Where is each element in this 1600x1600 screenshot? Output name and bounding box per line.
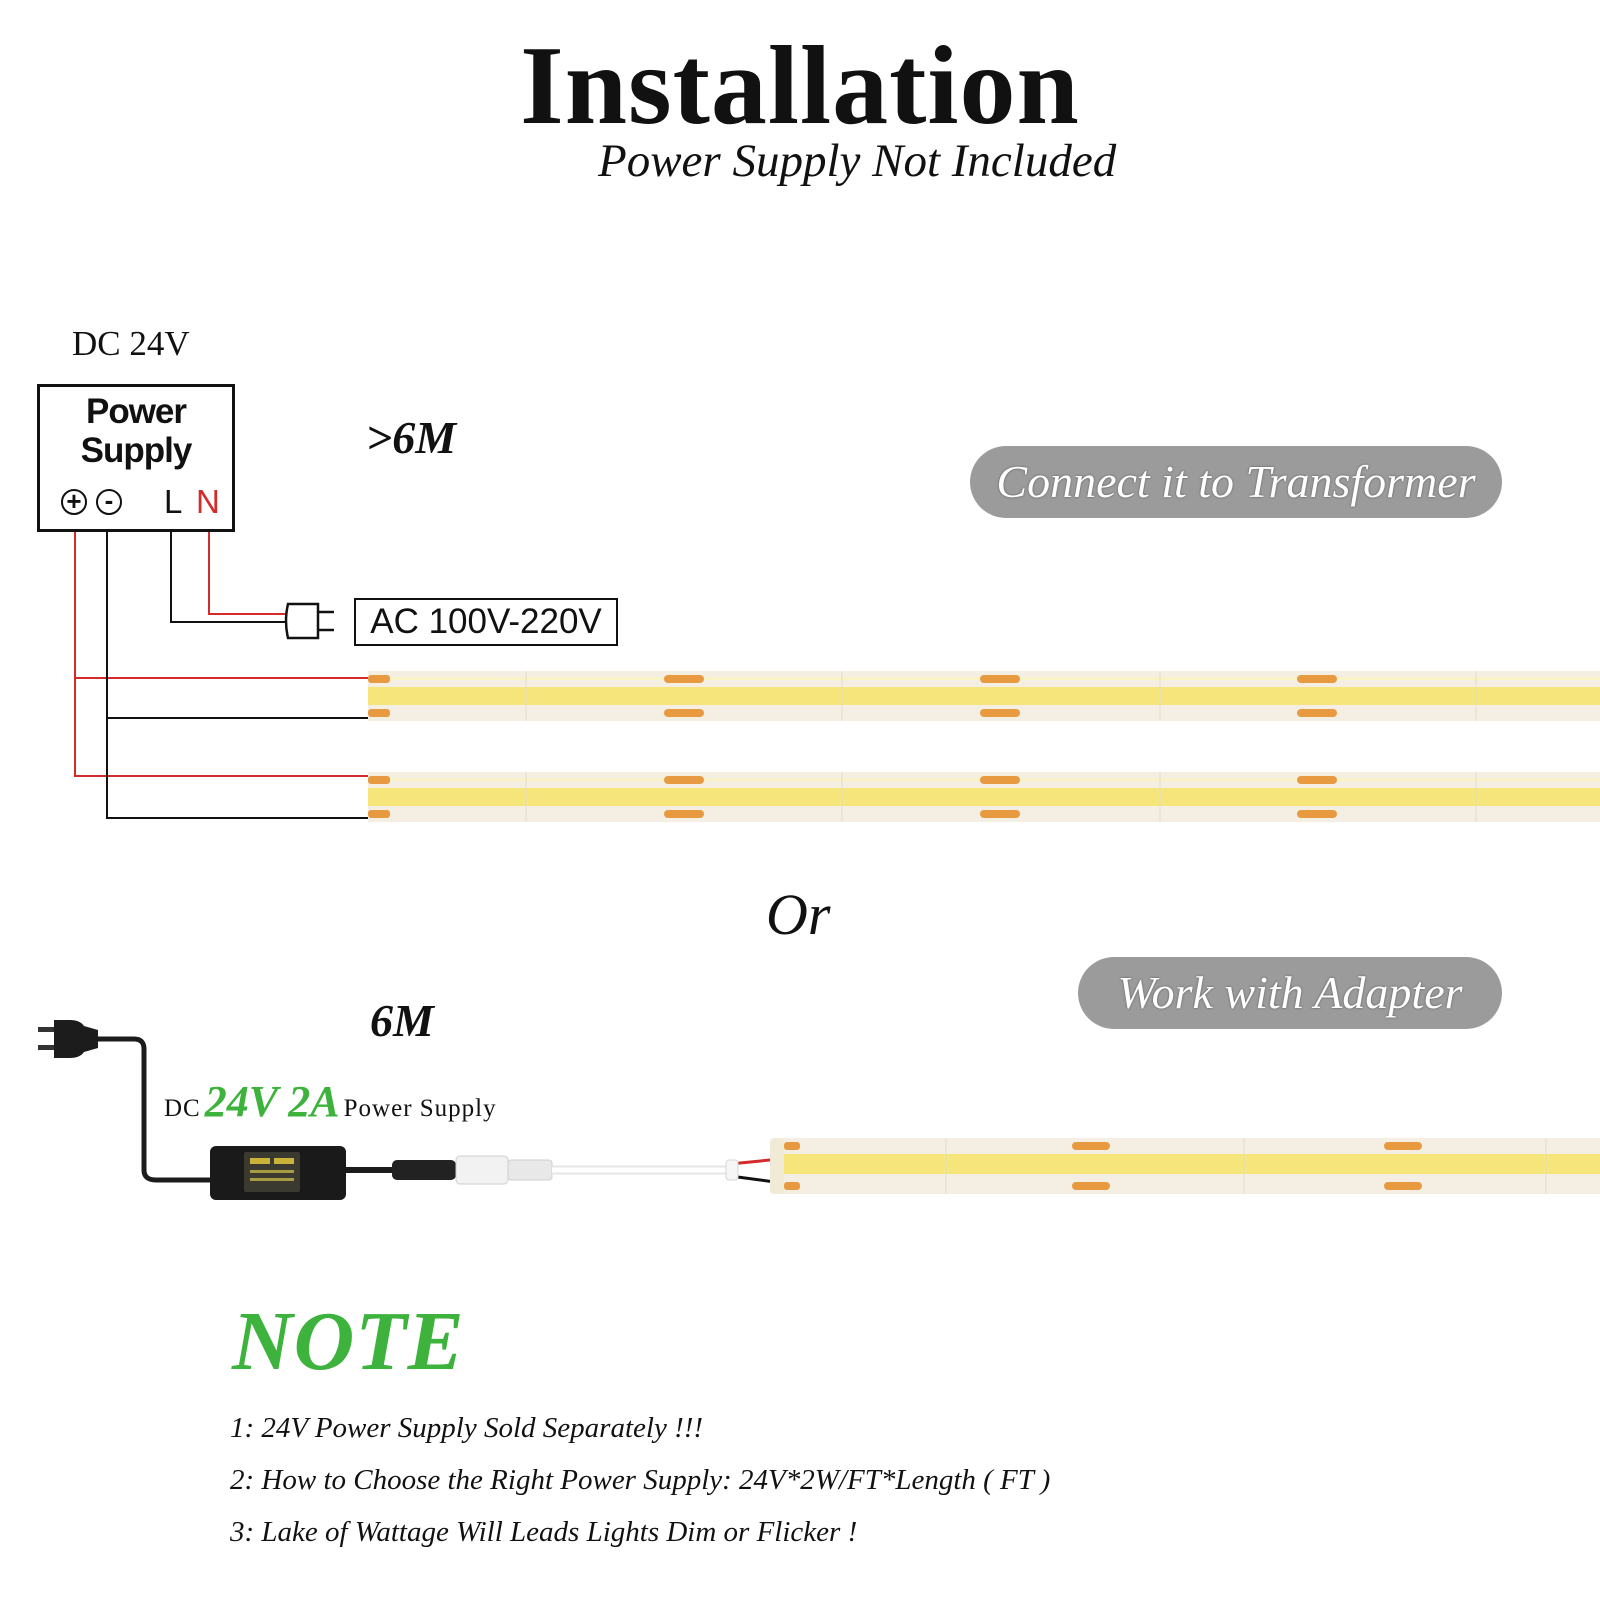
power-supply-box — [37, 384, 235, 532]
minus-wire-top — [106, 518, 368, 719]
note-line-3: 3: Lake of Wattage Will Leads Lights Dim… — [230, 1516, 858, 1548]
terminal-n: N — [196, 483, 220, 520]
connect-transformer-pill: Connect it to Transformer — [970, 446, 1502, 518]
plus-wire-bottom — [74, 678, 368, 777]
page-subtitle: Power Supply Not Included — [598, 135, 1117, 187]
terminal-plus: + — [61, 486, 87, 516]
copper-pads-upper — [368, 675, 1337, 818]
ac-plug-icon — [284, 602, 334, 640]
terminal-minus-label: - — [104, 485, 114, 515]
copper-pads-lower — [784, 1142, 1422, 1190]
adapter-dc-prefix: DC — [164, 1095, 201, 1122]
page-title: Installation — [520, 24, 1080, 148]
note-heading: NOTE — [232, 1295, 465, 1388]
note-line-1: 1: 24V Power Supply Sold Separately !!! — [230, 1412, 704, 1444]
plus-wire-top — [74, 518, 368, 679]
dc-wires — [74, 518, 368, 819]
power-supply-label: Power Supply — [37, 392, 235, 470]
strip-segment-marks-lower — [945, 1138, 1547, 1194]
adapter-rating: 24V 2A — [204, 1077, 340, 1126]
length-label-over-6m: >6M — [366, 412, 457, 463]
terminal-minus: - — [96, 487, 122, 515]
n-wire — [208, 518, 288, 615]
adapter-rating-label: DC 24V 2A Power Supply — [164, 1080, 497, 1124]
adapter-brick-icon — [210, 1146, 791, 1200]
l-wire — [170, 518, 288, 623]
terminal-l: L — [164, 483, 183, 520]
note-line-2: 2: How to Choose the Right Power Supply:… — [230, 1464, 1051, 1496]
work-with-adapter-pill: Work with Adapter — [1078, 957, 1502, 1029]
adapter-suffix: Power Supply — [343, 1095, 497, 1122]
ac-wires — [170, 518, 288, 623]
or-separator: Or — [766, 882, 831, 947]
minus-wire-bottom — [106, 718, 368, 819]
length-label-6m: 6M — [370, 995, 434, 1046]
power-supply-label-line2: Supply — [80, 431, 193, 470]
wall-plug-icon — [38, 1020, 210, 1183]
dc-voltage-label: DC 24V — [72, 324, 190, 363]
terminal-plus-label: + — [66, 486, 82, 516]
ac-voltage-box: AC 100V-220V — [354, 598, 618, 646]
power-supply-label-line1: Power — [85, 392, 187, 431]
led-strip-lower — [770, 1138, 1600, 1194]
strip-segment-marks-upper — [525, 671, 1477, 822]
